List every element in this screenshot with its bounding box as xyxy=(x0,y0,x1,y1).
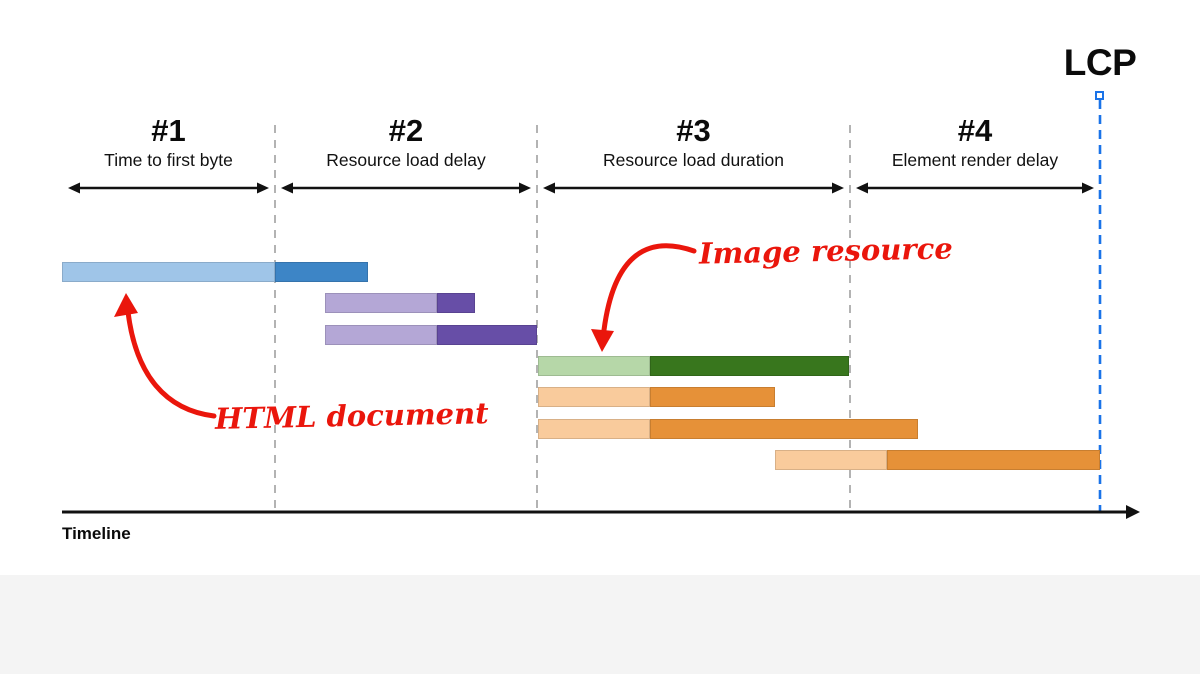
phase-arrowhead-left-icon xyxy=(856,182,868,194)
phase-label-3: Resource load duration xyxy=(603,150,784,170)
script-bar xyxy=(538,419,918,439)
script-bar-light-segment xyxy=(775,450,887,470)
document-bar-light-segment xyxy=(62,262,275,282)
phase-arrowhead-left-icon xyxy=(281,182,293,194)
phase-arrowhead-left-icon xyxy=(543,182,555,194)
stylesheet-bar-light-segment xyxy=(325,293,437,313)
image-bar-dark-segment xyxy=(650,356,849,376)
phase-label-1: Time to first byte xyxy=(104,150,233,170)
phase-arrowhead-left-icon xyxy=(68,182,80,194)
script-bar-dark-segment xyxy=(650,387,775,407)
stylesheet-bar-dark-segment xyxy=(437,293,475,313)
html-document-annotation: HTML document xyxy=(214,396,489,436)
timeline-axis-label: Timeline xyxy=(62,524,131,543)
stylesheet-bar-dark-segment xyxy=(437,325,537,345)
image-bar-light-segment xyxy=(538,356,650,376)
phase-arrowhead-right-icon xyxy=(519,182,531,194)
phase-arrowhead-right-icon xyxy=(1082,182,1094,194)
html-document-arrow-icon xyxy=(114,293,217,419)
script-bar-dark-segment xyxy=(650,419,918,439)
timeline-axis-arrowhead-icon xyxy=(1126,505,1140,519)
script-bar xyxy=(775,450,1100,470)
phase-arrowhead-right-icon xyxy=(257,182,269,194)
image-resource-annotation: Image resource xyxy=(698,231,954,271)
script-bar-light-segment xyxy=(538,419,650,439)
image-bar xyxy=(538,356,849,376)
stylesheet-bar-light-segment xyxy=(325,325,437,345)
phase-arrowhead-right-icon xyxy=(832,182,844,194)
phase-number-4: #4 xyxy=(957,113,993,148)
stylesheet-bar xyxy=(325,325,537,345)
lcp-title: LCP xyxy=(1063,42,1137,83)
phase-number-1: #1 xyxy=(151,113,186,148)
document-bar-dark-segment xyxy=(275,262,368,282)
phase-label-2: Resource load delay xyxy=(326,150,486,170)
script-bar xyxy=(538,387,775,407)
image-resource-arrow-icon xyxy=(591,243,697,352)
document-bar xyxy=(62,262,368,282)
script-bar-light-segment xyxy=(538,387,650,407)
script-bar-dark-segment xyxy=(887,450,1100,470)
phase-number-2: #2 xyxy=(388,113,424,148)
phase-number-3: #3 xyxy=(676,113,711,148)
stylesheet-bar xyxy=(325,293,475,313)
phase-label-4: Element render delay xyxy=(891,150,1059,170)
lcp-marker-square-icon xyxy=(1095,91,1104,100)
legend-band: DocumentStylesheetScriptImage xyxy=(0,575,1200,674)
